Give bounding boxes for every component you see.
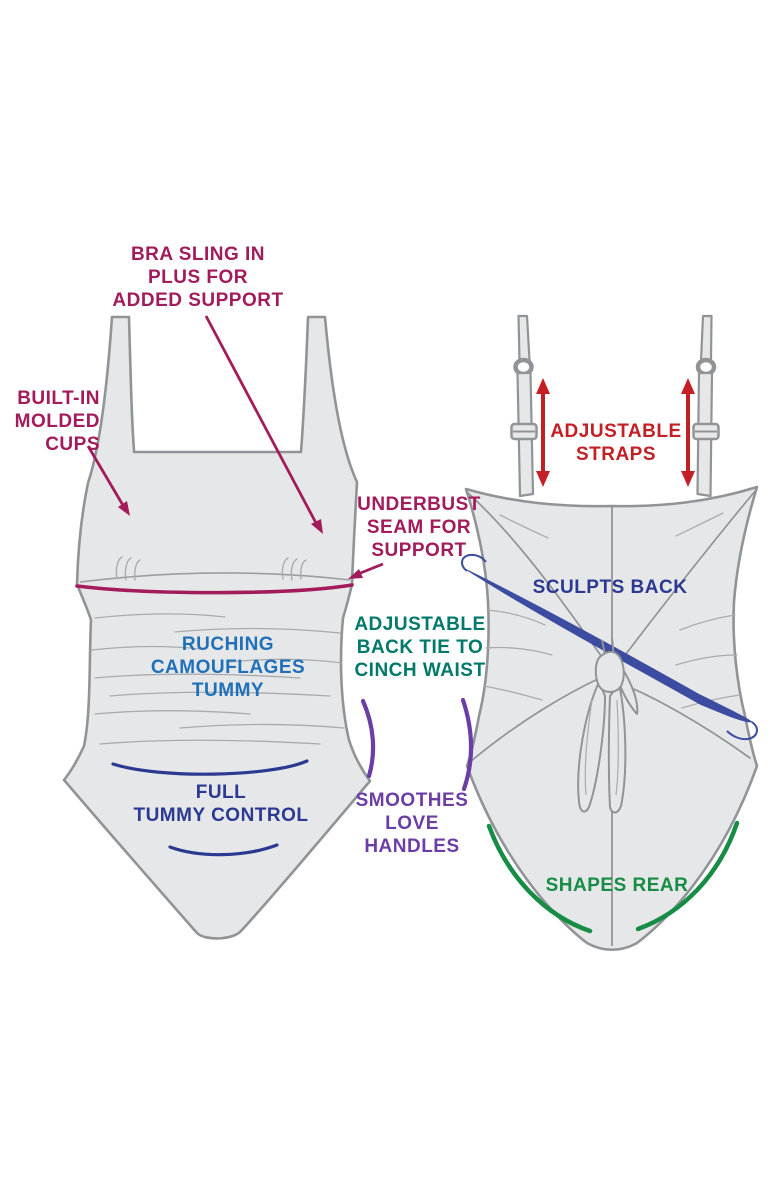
front-view bbox=[62, 315, 376, 940]
sculpts-back-label: SCULPTS BACK bbox=[532, 577, 688, 598]
love-handles-arc-back bbox=[460, 697, 474, 792]
ruching-lines bbox=[91, 613, 345, 745]
tummy-control-arc-top bbox=[111, 759, 309, 776]
tie-right-tail bbox=[607, 683, 627, 814]
right-strap-tail bbox=[699, 314, 713, 363]
tummy-control-arc-bottom bbox=[168, 843, 279, 857]
molded-cups-arrow-icon bbox=[86, 445, 130, 516]
swoosh-right-curl bbox=[726, 721, 758, 741]
adjustable-straps-label: ADJUSTABLE STRAPS bbox=[550, 421, 682, 465]
underbust-arrow-icon bbox=[348, 562, 384, 579]
front-bust-curve bbox=[79, 572, 351, 583]
shapes-rear-label: SHAPES REAR bbox=[545, 875, 689, 896]
underbust-seam-line bbox=[75, 583, 354, 595]
underbust-seam-label: UNDERBUST SEAM FOR SUPPORT bbox=[357, 494, 481, 561]
swoosh-left-curl bbox=[461, 553, 487, 572]
back-wrinkles bbox=[483, 512, 741, 709]
love-handles-arc-front bbox=[360, 698, 376, 779]
back-tie-label: ADJUSTABLE BACK TIE TO CINCH WAIST bbox=[354, 614, 486, 681]
front-suit-body bbox=[62, 315, 372, 940]
strap-length-arrow-right-icon bbox=[681, 378, 695, 487]
love-handles-label: SMOOTHES LOVE HANDLES bbox=[355, 790, 469, 857]
back-straps bbox=[510, 314, 720, 498]
shapes-rear-arc-right bbox=[635, 820, 740, 932]
left-strap-tail bbox=[517, 314, 531, 363]
ruching-label: RUCHING CAMOUFLAGES TUMMY bbox=[150, 634, 306, 701]
shapes-rear-arc-left bbox=[486, 823, 593, 934]
callout-arrows bbox=[86, 315, 695, 579]
tie-knot bbox=[594, 650, 625, 693]
back-view bbox=[460, 314, 759, 952]
front-bust-wrinkles bbox=[115, 556, 307, 581]
tie-fold-lines bbox=[584, 699, 619, 796]
bra-sling-label: BRA SLING IN PLUS FOR ADDED SUPPORT bbox=[112, 244, 284, 311]
strap-length-arrow-left-icon bbox=[536, 378, 550, 487]
bra-sling-arrow-icon bbox=[204, 315, 323, 534]
tummy-control-label: FULL TUMMY CONTROL bbox=[133, 782, 309, 826]
molded-cups-label: BUILT-IN MOLDED CUPS bbox=[14, 388, 100, 455]
